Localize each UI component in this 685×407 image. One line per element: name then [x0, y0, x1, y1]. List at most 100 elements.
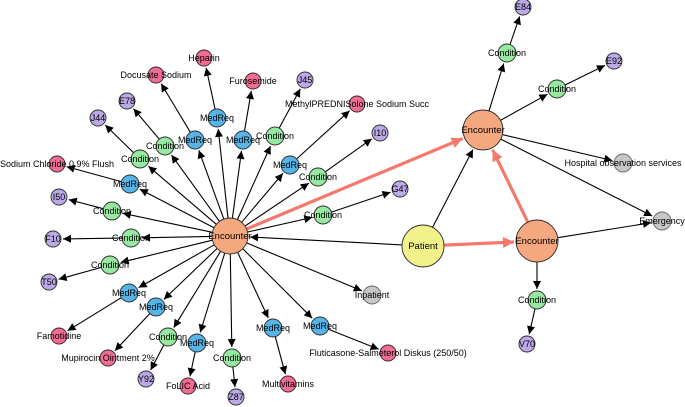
node-cond_j45[interactable] [265, 126, 285, 146]
node-i50[interactable] [50, 188, 68, 206]
node-cond_e78[interactable] [155, 136, 175, 156]
node-g47[interactable] [391, 180, 409, 198]
node-mr_methylpred[interactable] [280, 155, 300, 175]
edge-enc1-mr_multivit [237, 252, 269, 319]
node-heparin[interactable] [195, 49, 213, 67]
edge-cond_i10-i10 [324, 138, 373, 173]
edge-mr_furosemide-furosemide [243, 90, 254, 132]
edge-cond_i50-i50 [68, 197, 104, 210]
node-cond_j44[interactable] [130, 149, 150, 169]
node-folic_acid[interactable] [179, 377, 197, 395]
node-docusate[interactable] [147, 66, 165, 84]
edge-cond_t50-t50 [58, 266, 102, 282]
node-cond_e92[interactable] [547, 79, 567, 99]
edge-mr_folic-folic_acid [187, 351, 196, 377]
edge-enc1-mr_methylpred [241, 173, 284, 223]
node-t50[interactable] [40, 273, 58, 291]
node-v70[interactable] [518, 335, 536, 353]
edge-patient-enc1 [249, 233, 403, 246]
node-mr_multivit[interactable] [263, 318, 283, 338]
node-mr_sodium[interactable] [120, 174, 140, 194]
node-e84[interactable] [514, 0, 532, 16]
edge-cond_v70-v70 [527, 308, 536, 335]
node-enc1[interactable] [211, 217, 249, 255]
node-mr_heparin[interactable] [207, 108, 227, 128]
edge-enc1-cond_z87 [227, 253, 236, 348]
edge-mr_heparin-heparin [203, 67, 216, 110]
edge-mr_famotidine-famotidine [67, 297, 122, 332]
edge-cond_y92-y92 [150, 344, 165, 371]
edge-enc1-mr_mupirocin [163, 248, 218, 300]
node-z87[interactable] [227, 388, 245, 406]
edge-patient-enc2 [432, 149, 474, 228]
node-fluticasone[interactable] [379, 344, 397, 362]
edge-enc1-cond_e78 [170, 154, 220, 222]
node-e78[interactable] [118, 92, 136, 110]
node-cond_z87[interactable] [222, 348, 242, 368]
edge-enc1-mr_folic [198, 253, 226, 333]
edge-enc1-mr_sodium [139, 188, 215, 229]
node-hosp_obs[interactable] [613, 153, 633, 173]
edge-enc1-inpatient [246, 242, 363, 292]
edge-enc3-enc2 [491, 149, 530, 223]
node-famotidine[interactable] [50, 327, 68, 345]
edge-enc1-cond_i10 [244, 182, 310, 227]
node-methylpred[interactable] [348, 95, 366, 113]
node-cond_t50[interactable] [100, 255, 120, 275]
node-cond_g47[interactable] [313, 205, 333, 225]
edge-enc1-cond_t50 [120, 239, 213, 265]
edge-patient-enc3 [443, 236, 515, 248]
node-cond_i50[interactable] [102, 201, 122, 221]
node-e92[interactable] [605, 52, 623, 70]
edge-cond_z87-z87 [230, 366, 239, 388]
node-cond_e84[interactable] [497, 43, 517, 63]
edge-enc1-enc2 [245, 137, 464, 231]
node-f10[interactable] [44, 230, 62, 248]
node-mr_furosemide[interactable] [233, 130, 253, 150]
node-enc2[interactable] [462, 109, 504, 151]
node-sodium_chloride[interactable] [48, 155, 66, 173]
edge-enc1-cond_f10 [141, 233, 213, 242]
node-emergency[interactable] [652, 211, 672, 231]
node-cond_y92[interactable] [158, 327, 178, 347]
node-mr_famotidine[interactable] [119, 283, 139, 303]
node-j45[interactable] [296, 71, 314, 89]
edge-enc1-cond_y92 [173, 251, 222, 328]
node-mupirocin[interactable] [99, 349, 117, 367]
edge-mr_docusate-docusate [160, 83, 191, 133]
edge-enc1-cond_j45 [236, 145, 272, 220]
node-furosemide[interactable] [244, 72, 262, 90]
edge-mr_fluticasone-fluticasone [328, 328, 379, 351]
edge-enc3-emergency [557, 220, 652, 239]
node-patient[interactable] [401, 224, 445, 268]
edge-cond_f10-f10 [62, 234, 123, 243]
edge-cond_j44-j44 [104, 124, 134, 154]
edge-enc1-cond_j44 [148, 165, 217, 225]
node-mr_folic[interactable] [187, 333, 207, 353]
node-mr_docusate[interactable] [185, 130, 205, 150]
node-mr_mupirocin[interactable] [146, 297, 166, 317]
node-cond_f10[interactable] [121, 228, 141, 248]
node-i10[interactable] [371, 124, 389, 142]
edge-enc1-cond_i50 [122, 211, 213, 233]
edge-enc1-mr_heparin [215, 128, 229, 219]
node-multivitamins[interactable] [279, 375, 297, 393]
node-cond_v70[interactable] [527, 290, 547, 310]
edge-cond_g47-g47 [331, 190, 391, 213]
node-y92[interactable] [137, 370, 155, 388]
node-enc3[interactable] [515, 219, 559, 263]
edge-mr_mupirocin-mupirocin [114, 313, 151, 352]
edge-enc2-cond_e84 [488, 63, 506, 112]
black-edges-layer [58, 16, 653, 388]
node-cond_i10[interactable] [308, 167, 328, 187]
edge-enc1-mr_famotidine [138, 244, 215, 289]
edge-cond_e84-e84 [509, 16, 521, 45]
nodes-layer [40, 0, 672, 406]
node-mr_fluticasone[interactable] [310, 316, 330, 336]
node-inpatient[interactable] [362, 285, 382, 305]
node-j44[interactable] [89, 109, 107, 127]
edge-enc2-hosp_obs [502, 134, 613, 163]
edge-enc1-mr_furosemide [231, 150, 245, 219]
